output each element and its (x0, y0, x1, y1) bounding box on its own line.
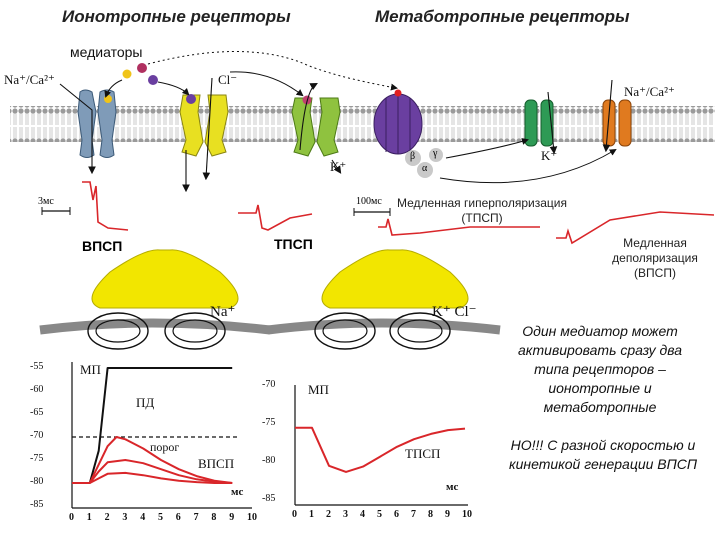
chart2-xlabel: мс (446, 481, 459, 493)
chart2-xtick-8: 8 (428, 509, 433, 520)
mediators-label: медиаторы (70, 44, 143, 60)
chart1-xtick-2: 2 (104, 512, 110, 523)
synapse-excitatory (39, 249, 271, 350)
chart1-xtick-3: 3 (122, 512, 128, 523)
chart2-series-0 (295, 426, 466, 473)
synapse-inhibitory (267, 249, 501, 350)
chart1-xtick-0: 0 (69, 512, 74, 523)
na-ca-left-label: Na⁺/Ca²⁺ (4, 72, 55, 87)
beta-label: β (410, 151, 416, 162)
k-cl-synapse-label: K⁺ Cl⁻ (432, 304, 477, 320)
ipsp-label: ТПСП (274, 236, 313, 252)
side-text-1: Один медиатор может активировать сразу д… (517, 323, 683, 415)
chart1-epsp-label: ВПСП (198, 456, 235, 471)
yellow-ion-channel (179, 94, 229, 157)
k-mid-label: K⁺ (330, 159, 347, 174)
slow-depol-label: Медленная деполяризация (ВПСП) (612, 236, 698, 280)
chart1-ytick-5: -80 (30, 476, 44, 487)
na-ca-right-label: Na⁺/Ca²⁺ (624, 84, 675, 99)
ipsp-mini-trace (238, 204, 313, 231)
scale-100ms-label: 100мс (356, 196, 382, 207)
membrane (10, 106, 715, 142)
chart2-xtick-0: 0 (292, 509, 297, 520)
chart1-resting-label: МП (80, 362, 101, 377)
chart1-xtick-8: 8 (211, 512, 217, 523)
title-metabotropic: Метаботропные рецепторы (375, 7, 630, 26)
chart1-series-0 (72, 367, 233, 484)
chart1-ytick-2: -65 (30, 407, 44, 418)
chart1-series-3 (72, 471, 233, 484)
mediator-dots (122, 63, 158, 85)
chart1-ytick-4: -75 (30, 453, 44, 464)
chart2-xtick-6: 6 (394, 509, 399, 520)
chart1-xtick-10: 10 (247, 512, 257, 523)
chart2-xtick-2: 2 (326, 509, 331, 520)
chart1-ytick-1: -60 (30, 384, 44, 395)
chart1-ytick-0: -55 (30, 361, 44, 372)
chart2-axes (294, 385, 468, 506)
chart2-ytick-0: -70 (262, 379, 276, 390)
metabotropic-receptor (373, 89, 423, 155)
cl-top-label: Cl⁻ (218, 72, 238, 87)
chart1-ytick-3: -70 (30, 430, 44, 441)
slow-depol-trace (556, 211, 715, 245)
chart1-xtick-5: 5 (158, 512, 163, 523)
k-right-label: K⁺ (541, 148, 558, 163)
chart1-threshold-label: порог (150, 440, 180, 454)
chart2-xtick-7: 7 (411, 509, 416, 520)
chart2-series (295, 426, 466, 473)
chart2-xtick-10: 10 (462, 509, 472, 520)
gamma-label: γ (433, 148, 438, 159)
chart2-ytick-3: -85 (262, 493, 276, 504)
chart1-series (72, 367, 238, 484)
chart2-ipsp-label: ТПСП (405, 446, 441, 461)
chart1-series-1 (72, 436, 233, 484)
chart2-ytick-1: -75 (262, 417, 276, 428)
chart1-ap-label: ПД (136, 395, 155, 410)
chart1-xtick-9: 9 (229, 512, 235, 523)
chart1-axes (71, 362, 252, 509)
chart2-xtick-3: 3 (343, 509, 348, 520)
epsp-label: ВПСП (82, 238, 123, 254)
chart1-series-2 (72, 459, 233, 484)
side-text-2: НО!!! С разной скоростью и кинетикой ген… (508, 437, 698, 472)
scale-3ms-label: 3мс (38, 196, 54, 207)
green-ion-channel (291, 95, 341, 157)
chart1-xtick-1: 1 (86, 512, 92, 523)
g-protein (405, 148, 443, 178)
alpha-label: α (422, 163, 428, 174)
chart1-xtick-6: 6 (175, 512, 181, 523)
chart1-xlabel: мс (231, 486, 244, 498)
title-ionotropic: Ионотропные рецепторы (62, 7, 291, 26)
chart2-ytick-2: -80 (262, 455, 276, 466)
chart2-resting-label: МП (308, 382, 329, 397)
epsp-mini-trace (82, 181, 129, 231)
chart2-xtick-5: 5 (377, 509, 382, 520)
chart1-ytick-6: -85 (30, 499, 44, 510)
chart2-xtick-4: 4 (360, 509, 365, 520)
chart2-xtick-1: 1 (309, 509, 314, 520)
slow-hyper-label: Медленная гиперполяризация (ТПСП) (397, 196, 567, 225)
chart2-xtick-9: 9 (445, 509, 450, 520)
chart1-xtick-7: 7 (193, 512, 199, 523)
orange-na-channel (602, 99, 632, 147)
green-k-channel (524, 99, 554, 147)
na-synapse-label: Na⁺ (210, 304, 236, 320)
chart1-xtick-4: 4 (140, 512, 146, 523)
slow-hyper-trace (378, 218, 540, 236)
